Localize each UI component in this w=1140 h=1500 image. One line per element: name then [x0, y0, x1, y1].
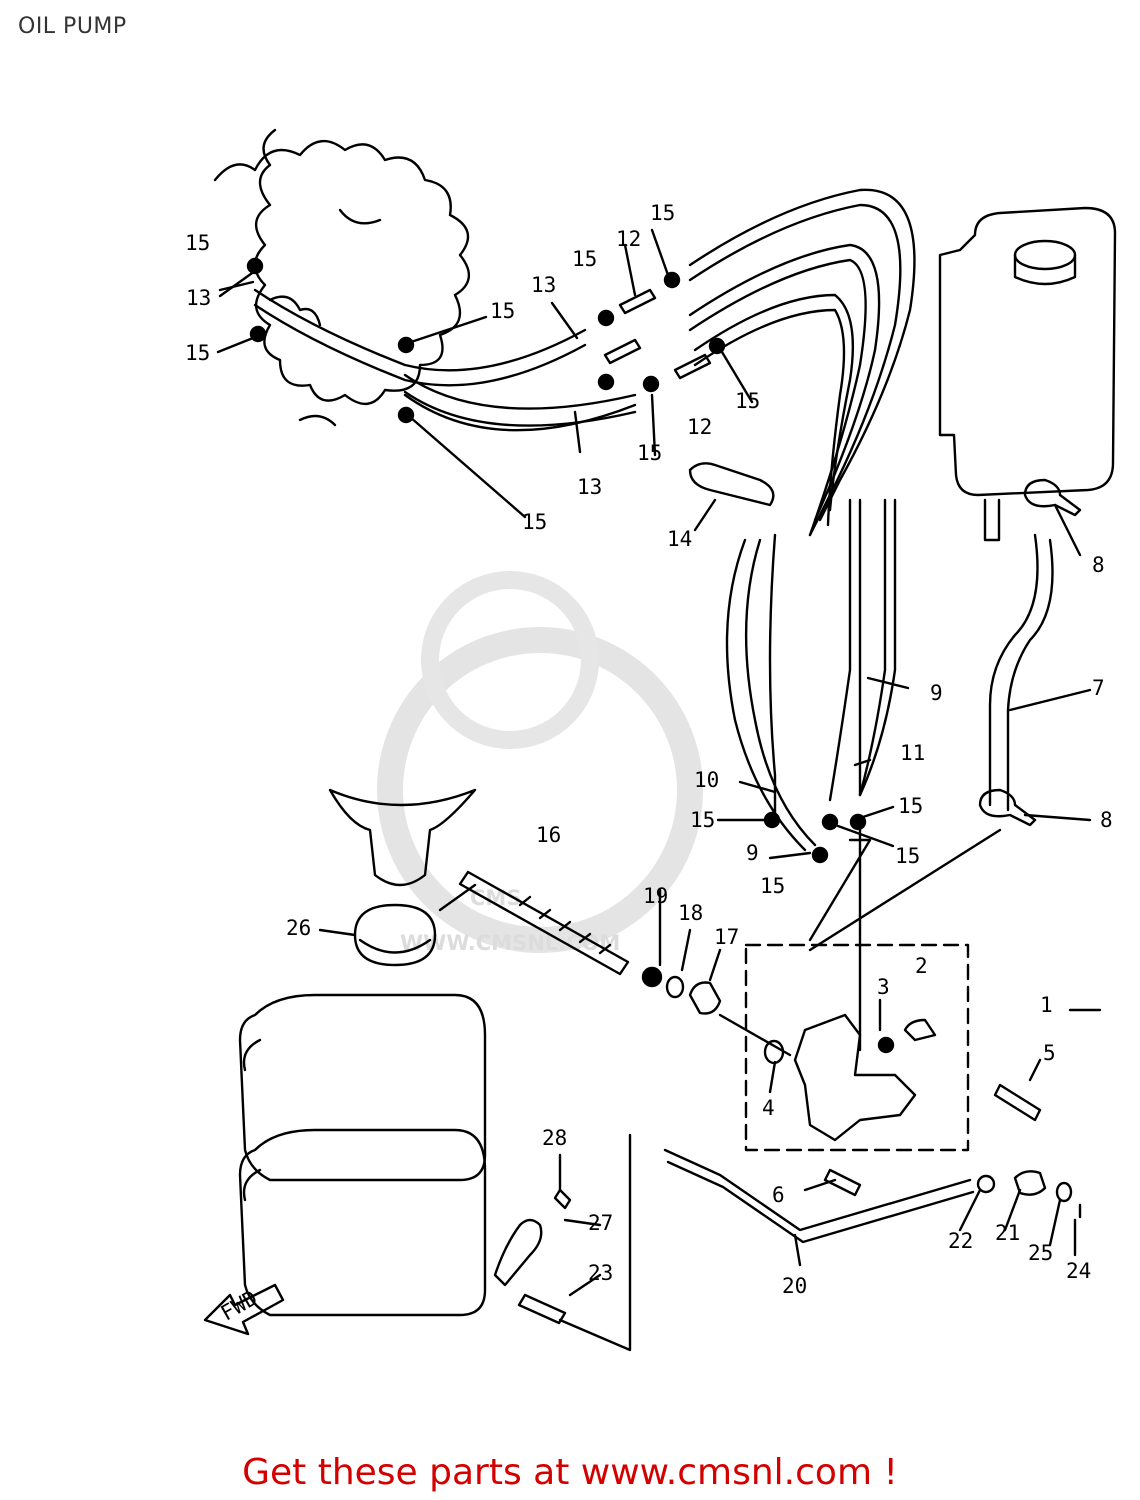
callout-22: 22 [948, 1229, 973, 1253]
callout-12a: 12 [616, 227, 641, 251]
bolt-6 [823, 1168, 862, 1197]
callout-15l: 15 [760, 874, 785, 898]
callout-15i: 15 [690, 808, 715, 832]
callout-3: 3 [877, 975, 890, 999]
hose-10 [725, 538, 807, 852]
callout-24: 24 [1066, 1259, 1091, 1283]
callout-17: 17 [714, 925, 739, 949]
callout-1: 1 [1040, 993, 1053, 1017]
callout-20: 20 [782, 1274, 807, 1298]
oring-4 [763, 1039, 785, 1065]
callout-13b: 13 [531, 273, 556, 297]
callout-11: 11 [900, 741, 925, 765]
callout-15k: 15 [895, 844, 920, 868]
clip-14 [688, 462, 775, 507]
engine-block-outline [213, 128, 470, 405]
callout-15b: 15 [185, 341, 210, 365]
drive-shaft-16 [458, 870, 630, 976]
callout-25: 25 [1028, 1241, 1053, 1265]
joint-12-upper [618, 288, 657, 315]
callout-15j: 15 [898, 794, 923, 818]
hose-bundle-9 [688, 188, 916, 522]
fwd-arrow [203, 1283, 285, 1336]
callout-16: 16 [536, 823, 561, 847]
engine-block-lower [238, 993, 487, 1182]
bushing-17 [688, 981, 722, 1015]
lever-27 [493, 1218, 543, 1287]
callout-26: 26 [286, 916, 311, 940]
callout-14: 14 [667, 527, 692, 551]
callout-15e: 15 [572, 247, 597, 271]
callout-6: 6 [772, 1183, 785, 1207]
callout-23: 23 [588, 1261, 613, 1285]
callout-5: 5 [1043, 1041, 1056, 1065]
bolt-5 [993, 1083, 1042, 1122]
drive-gear-cap [328, 788, 477, 887]
callout-19: 19 [643, 884, 668, 908]
oil-tank [938, 206, 1117, 497]
bolt-2 [903, 1018, 937, 1042]
callout-15c: 15 [490, 299, 515, 323]
control-rod-20 [663, 1148, 972, 1232]
oil-tank-cap [1013, 239, 1077, 271]
callout-27: 27 [588, 1211, 613, 1235]
callout-2: 2 [915, 954, 928, 978]
callout-15g: 15 [735, 389, 760, 413]
callout-15h: 15 [637, 441, 662, 465]
fwd-label: FWD [217, 1286, 262, 1326]
washer-25 [1055, 1181, 1073, 1203]
joint-21 [1013, 1170, 1047, 1196]
washer-22 [976, 1174, 996, 1194]
clamp-8-lower [978, 788, 1037, 827]
pump-assembly-box [744, 943, 970, 1152]
hose-13-lower [403, 373, 637, 410]
page-title: OIL PUMP [18, 14, 127, 39]
callout-15a: 15 [185, 231, 210, 255]
oil-pump-exploded-diagram: CMS WWW.CMSNL.COM [185, 128, 1117, 1352]
hose-7 [988, 533, 1039, 807]
callout-18: 18 [678, 901, 703, 925]
footer-parts-link[interactable]: Get these parts at www.cmsnl.com ! [242, 1452, 898, 1493]
clamp-8-upper [1023, 478, 1082, 517]
oil-pump-body [793, 1013, 917, 1142]
callout-28: 28 [542, 1126, 567, 1150]
callout-7: 7 [1092, 676, 1105, 700]
joint-12-lower [673, 353, 712, 380]
drive-gear-26 [353, 903, 437, 967]
spring-28 [553, 1188, 572, 1210]
callout-15d: 15 [522, 510, 547, 534]
hose-13-upper [253, 288, 587, 372]
cms-watermark: CMS WWW.CMSNL.COM [377, 571, 703, 955]
callout-21: 21 [995, 1221, 1020, 1245]
callout-10: 10 [694, 768, 719, 792]
hose-11 [828, 498, 852, 802]
oil-seal-18 [665, 975, 685, 999]
callout-12b: 12 [687, 415, 712, 439]
spring-23 [517, 1293, 567, 1325]
callout-13a: 13 [186, 286, 211, 310]
callout-13c: 13 [577, 475, 602, 499]
callout-9a: 9 [930, 681, 943, 705]
callout-8a: 8 [1092, 553, 1105, 577]
callout-4: 4 [762, 1096, 775, 1120]
callout-9b: 9 [746, 841, 759, 865]
callout-15f: 15 [650, 201, 675, 225]
watermark-url: WWW.CMSNL.COM [400, 931, 620, 955]
callout-8b: 8 [1100, 808, 1113, 832]
